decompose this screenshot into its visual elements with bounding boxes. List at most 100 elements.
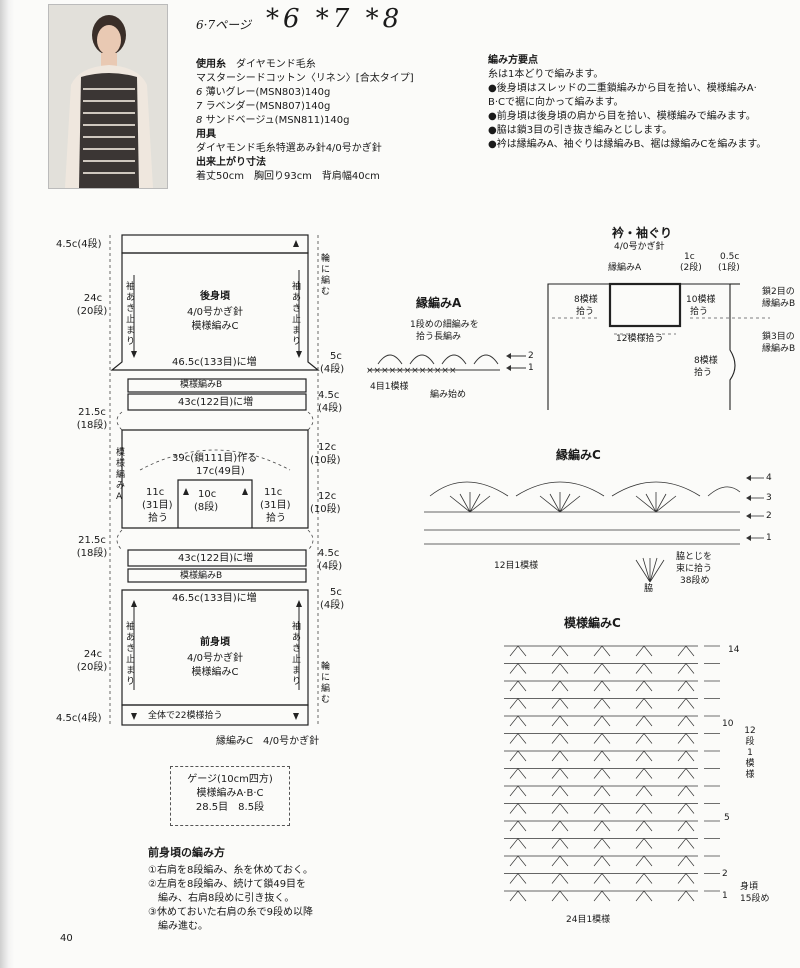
- materials-block: 使用糸 ダイヤモンド毛糸 マスターシードコットン〈リネン〉[合太タイプ] 6 薄…: [196, 58, 414, 184]
- edge-a-start: 編み始め: [430, 390, 467, 400]
- rdim-12c-2: 12c: [318, 491, 337, 502]
- model-illustration: [49, 5, 167, 188]
- gauge-title: ゲージ(10cm四方): [187, 774, 273, 785]
- pattern-c-row15: 15段め: [740, 894, 770, 904]
- knitting-points: 編み方要点 糸は1本どりで編みます。 ●後身頃はスレッドの二重鎖編みから目を拾い…: [488, 54, 796, 152]
- points-heading: 編み方要点: [488, 55, 538, 66]
- points-line-6: ●衿は縁編みA、袖ぐりは縁編みB、裾は縁編みCを編みます。: [488, 139, 767, 150]
- rdim-4rows-2: (4段): [318, 403, 343, 414]
- page-number: 40: [60, 933, 73, 944]
- rdim-4-5c-2: 4.5c: [318, 548, 340, 559]
- collar-title: 衿・袖ぐり: [612, 226, 673, 240]
- points-line-1: 糸は1本どりで編みます。: [488, 69, 604, 80]
- size-heading: 出来上がり寸法: [196, 157, 266, 168]
- increase-122-lower: 43c(122目)に増: [178, 553, 254, 564]
- rdim-5c-2: 5c: [330, 587, 342, 598]
- collar-right-pick: 拾う: [690, 307, 709, 317]
- edge-c-row-4: 4: [766, 473, 772, 483]
- collar-edge-b1: 縁編みB: [762, 299, 796, 309]
- back-pattern: 模様編みC: [191, 321, 239, 332]
- side-31-left: (31目): [142, 500, 173, 511]
- edge-c-chart: [424, 475, 764, 545]
- front-hook: 4/0号かぎ針: [186, 653, 244, 664]
- edge-a-note-2: 拾う長編み: [416, 332, 462, 342]
- collar-edge-b2: 縁編みB: [762, 344, 796, 354]
- points-line-4: ●前身頃は後身頃の肩から目を拾い、模様編みで編みます。: [488, 111, 756, 122]
- size-text: 着丈50cm 胸回り93cm 背肩幅40cm: [196, 171, 380, 182]
- back-title: 後身頃: [200, 291, 230, 302]
- dim-24c-back: 24c: [83, 293, 103, 304]
- neck-17c: 17c(49目): [196, 466, 245, 477]
- collar-1c: 1c: [684, 252, 695, 262]
- rdim-10rows-1: (10段): [310, 455, 341, 466]
- collar-left-8: 8模様: [574, 295, 598, 305]
- dim-4-5c-top: 4.5c(4段): [56, 239, 102, 250]
- front-method-2: ②左肩を8段編み、続けて鎖49目を: [148, 879, 307, 890]
- edge-a-row-1: 1: [528, 363, 534, 373]
- book-spine-shadow: [0, 0, 14, 968]
- pattern-c-body: 身頃: [740, 882, 759, 892]
- collar-bottom-pick: 拾う: [694, 368, 713, 378]
- back-sleeve-stop-left: 袖あき止まり: [126, 282, 136, 347]
- edge-c-row38: 38段め: [680, 576, 710, 586]
- pattern-c-row-1: 1: [722, 891, 728, 901]
- back-hook: 4/0号かぎ針: [186, 307, 244, 318]
- collar-chain2: 鎖2目の: [762, 287, 795, 297]
- pattern-c-title: 模様編みC: [564, 616, 621, 630]
- neck-8rows: (8段): [194, 502, 219, 513]
- front-sleeve-stop-left: 袖あき止まり: [126, 622, 136, 687]
- edge-c-side: 脇: [644, 584, 654, 594]
- front-method: 前身頃の編み方 ①右肩を8段編み、糸を休めておく。 ②左肩を8段編み、続けて鎖4…: [148, 846, 313, 934]
- edge-c-label: 縁編みC 4/0号かぎ針: [216, 736, 320, 747]
- svg-text:××××××××××××: ××××××××××××: [366, 366, 457, 376]
- front-method-title: 前身頃の編み方: [148, 846, 225, 859]
- rdim-10rows-2: (10段): [310, 504, 341, 515]
- pattern-c-row-10: 10: [722, 719, 734, 729]
- dim-18rows-upper: (18段): [76, 420, 108, 431]
- dim-20rows-back: (20段): [76, 306, 108, 317]
- collar-right-10: 10模様: [686, 295, 716, 305]
- pattern-c-row-2: 2: [722, 869, 728, 879]
- edge-c-row-2: 2: [766, 511, 772, 521]
- edge-a-title: 縁編みA: [416, 296, 462, 310]
- dim-21-5c-upper: 21.5c: [78, 407, 106, 418]
- side-pick-left: 拾う: [148, 513, 168, 524]
- rdim-4rows-1: (4段): [320, 364, 345, 375]
- yarn-color-8: 8 サンドベージュ(MSN811)140g: [196, 115, 350, 126]
- front-method-3: 編み、右肩8段めに引き抜く。: [148, 893, 295, 904]
- front-sleeve-stop-right: 袖あき止まり: [292, 622, 302, 687]
- collar-hook: 4/0号かぎ針: [614, 242, 665, 252]
- pattern-a-label: 模様編みA: [116, 448, 126, 502]
- front-method-5: 編み進む。: [148, 921, 208, 932]
- yarn-name: マスターシードコットン〈リネン〉[合太タイプ]: [196, 73, 414, 84]
- tools-text: ダイヤモンド毛糸特選あみ針4/0号かぎ針: [196, 143, 382, 154]
- points-line-2: ●後身頃はスレッドの二重鎖編みから目を拾い、模様編みA·: [488, 83, 757, 94]
- edge-c-bundle: 束に拾う: [676, 564, 713, 574]
- edge-c-title: 縁編みC: [556, 448, 601, 462]
- dim-4-5c-bottom: 4.5c(4段): [56, 713, 102, 724]
- edge-c-repeat: 12目1模様: [494, 561, 539, 571]
- edge-a-repeat: 4目1模様: [370, 382, 409, 392]
- rdim-4-5c-1: 4.5c: [318, 390, 340, 401]
- rdim-4rows-3: (4段): [318, 561, 343, 572]
- front-title: 前身頃: [200, 637, 230, 648]
- increase-133-front: 46.5c(133目)に増: [172, 593, 257, 604]
- edge-a-row-2: 2: [528, 351, 534, 361]
- collar-0-5c-rows: (1段): [718, 263, 740, 273]
- collar-left-pick: 拾う: [576, 307, 595, 317]
- edge-a-note-1: 1段めの細編みを: [410, 320, 479, 330]
- front-ring-knit: 輪に編む: [321, 662, 331, 705]
- dim-21-5c-lower: 21.5c: [78, 535, 106, 546]
- yarn-color-6: 6 薄いグレー(MSN803)140g: [196, 87, 331, 98]
- front-method-4: ③休めておいた右肩の糸で9段め以降: [148, 907, 314, 918]
- edge-c-row-1: 1: [766, 533, 772, 543]
- collar-bottom-8: 8模様: [694, 356, 718, 366]
- edge-c-side-join: 脇とじを: [676, 552, 713, 562]
- collar-chain3: 鎖3目の: [762, 332, 795, 342]
- pattern-c-row-5: 5: [724, 813, 730, 823]
- points-line-3: B·Cで裾に向かって編みます。: [488, 97, 624, 108]
- rdim-4rows-4: (4段): [320, 600, 345, 611]
- gauge-box: ゲージ(10cm四方) 模様編みA·B·C 28.5目 8.5段: [170, 766, 290, 826]
- neck-chain: 39c(鎖111目)作る: [172, 453, 258, 464]
